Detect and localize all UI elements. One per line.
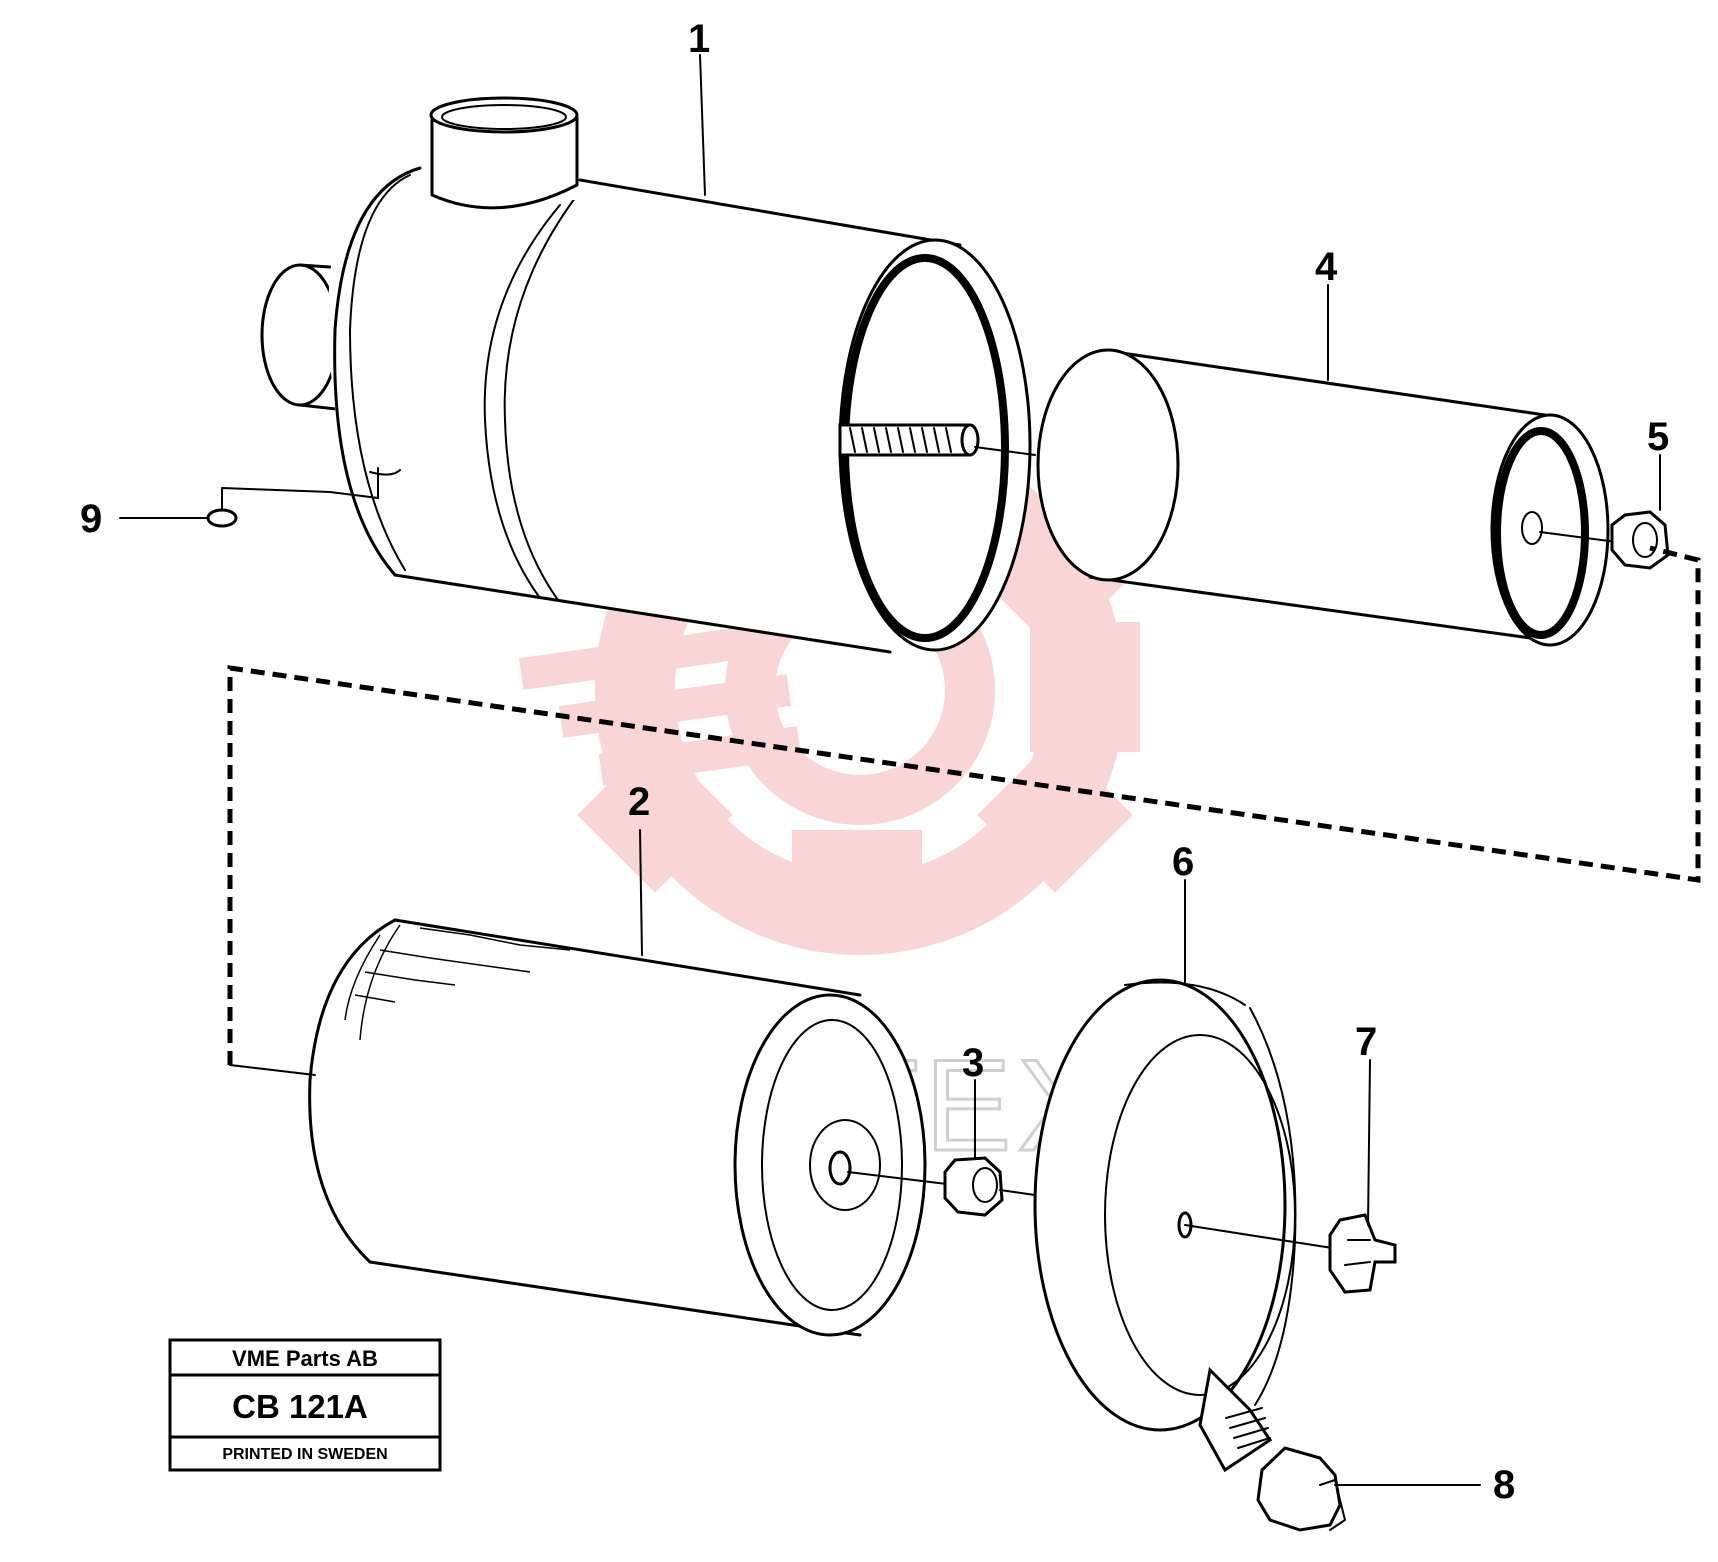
callout-7: 7 — [1355, 1020, 1377, 1064]
callout-numbers: 1 2 3 4 5 6 7 8 9 — [80, 17, 1669, 1507]
title-block-company: VME Parts AB — [232, 1346, 378, 1371]
callout-1: 1 — [688, 17, 710, 61]
cover-rim — [1033, 978, 1287, 1432]
title-block-printed: PRINTED IN SWEDEN — [222, 1446, 387, 1463]
side-outlet-pipe — [260, 263, 340, 407]
part-4-inner-filter — [1036, 348, 1610, 647]
callout-8: 8 — [1493, 1463, 1515, 1507]
callout-9: 9 — [80, 497, 102, 541]
part-2-outer-filter — [308, 918, 927, 1337]
callout-leaders — [119, 54, 1661, 1226]
part-5-nut — [1539, 510, 1670, 570]
callout-5: 5 — [1647, 415, 1669, 459]
part-8-valve — [1256, 1446, 1481, 1532]
top-inlet-pipe — [429, 96, 579, 134]
part-7-wing-nut — [1328, 1213, 1397, 1294]
part-3-nut — [847, 1156, 1036, 1217]
callout-2: 2 — [628, 780, 650, 824]
mesh-pattern — [344, 924, 571, 1041]
part-6-cover — [1033, 978, 1346, 1473]
assembly-dashed-lines — [227, 545, 1701, 1076]
title-block-code: CB 121A — [232, 1388, 368, 1425]
callout-4: 4 — [1315, 245, 1338, 289]
callout-3: 3 — [962, 1041, 984, 1085]
title-block: VME Parts AB CB 121A PRINTED IN SWEDEN — [168, 1338, 442, 1472]
part-9-indicator — [206, 487, 379, 528]
part-1-housing — [260, 96, 1036, 654]
callout-6: 6 — [1172, 840, 1194, 884]
